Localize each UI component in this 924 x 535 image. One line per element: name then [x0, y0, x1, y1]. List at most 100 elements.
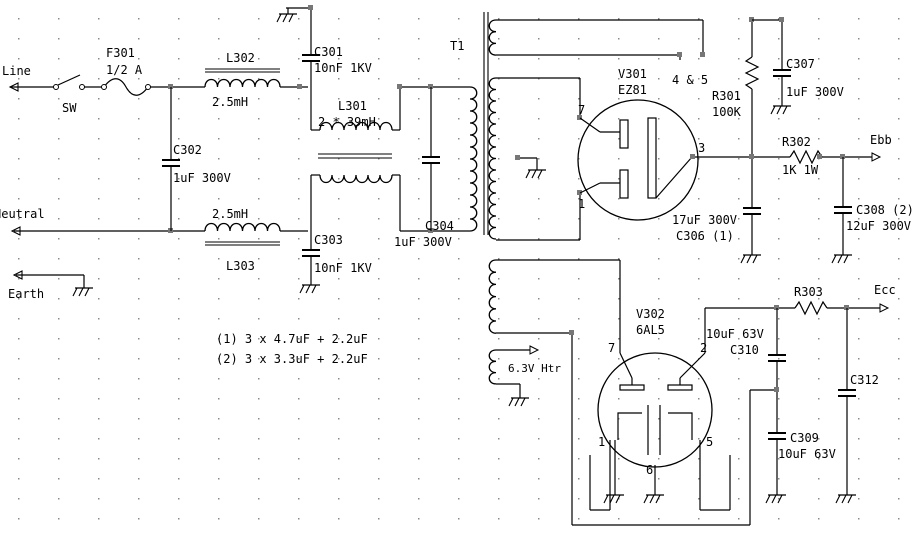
- grid-dot: [618, 18, 620, 20]
- grid-dot: [658, 238, 660, 240]
- label-c307-value: 1uF 300V: [786, 85, 844, 99]
- grid-dot: [578, 78, 580, 80]
- tube-v302: [589, 300, 890, 511]
- pin-v302-2: 2: [700, 341, 707, 355]
- grid-dot: [258, 118, 260, 120]
- grid-dot: [458, 298, 460, 300]
- grid-dot: [818, 118, 820, 120]
- label-r302: R302: [782, 135, 811, 149]
- grid-dot: [338, 458, 340, 460]
- grid-dot: [778, 378, 780, 380]
- label-c308: C308 (2): [856, 203, 914, 217]
- label-pins-4-5: 4 & 5: [672, 73, 708, 87]
- grid-dot: [498, 458, 500, 460]
- pin-v302-7: 7: [608, 341, 615, 355]
- grid-dot: [218, 478, 220, 480]
- grid-dot: [618, 118, 620, 120]
- grid-dot: [658, 58, 660, 60]
- label-l303: L303: [226, 259, 255, 273]
- grid-dot: [378, 18, 380, 20]
- label-neutral: Neutral: [0, 207, 45, 221]
- grid-dot: [858, 18, 860, 20]
- grid-dot: [178, 198, 180, 200]
- grid-dot: [58, 438, 60, 440]
- grid-dot: [538, 378, 540, 380]
- grid-dot: [98, 78, 100, 80]
- grid-dot: [858, 258, 860, 260]
- grid-dot: [778, 238, 780, 240]
- grid-dot: [898, 398, 900, 400]
- grid-dot: [778, 18, 780, 20]
- grid-dot: [498, 398, 500, 400]
- grid-dot: [338, 238, 340, 240]
- y-capacitors: [276, 5, 321, 294]
- grid-dot: [578, 218, 580, 220]
- grid-dot: [818, 258, 820, 260]
- grid-dot: [178, 378, 180, 380]
- grid-dot: [858, 458, 860, 460]
- grid-dot: [738, 458, 740, 460]
- grid-dot: [818, 318, 820, 320]
- grid-dot: [258, 378, 260, 380]
- grid-dot: [498, 438, 500, 440]
- grid-dot: [458, 318, 460, 320]
- grid-dot: [178, 158, 180, 160]
- grid-dot: [378, 58, 380, 60]
- grid-dot: [458, 458, 460, 460]
- grid-dot: [58, 78, 60, 80]
- grid-dot: [738, 478, 740, 480]
- grid-dot: [898, 18, 900, 20]
- grid-dot: [458, 378, 460, 380]
- label-c303: C303: [314, 233, 343, 247]
- grid-dot: [538, 278, 540, 280]
- grid-dot: [618, 178, 620, 180]
- label-c309: C309: [790, 431, 819, 445]
- grid-dot: [738, 318, 740, 320]
- grid-dot: [98, 338, 100, 340]
- grid-dot: [338, 338, 340, 340]
- grid-dot: [298, 378, 300, 380]
- grid-dot: [418, 278, 420, 280]
- grid-dot: [458, 278, 460, 280]
- grid-dot: [498, 138, 500, 140]
- grid-dot: [898, 198, 900, 200]
- grid-dot: [698, 458, 700, 460]
- grid-dot: [58, 498, 60, 500]
- grid-dot: [618, 198, 620, 200]
- grid-dot: [298, 118, 300, 120]
- grid-dot: [898, 358, 900, 360]
- pin-v302-5: 5: [706, 435, 713, 449]
- grid-dot: [818, 58, 820, 60]
- grid-dot: [138, 338, 140, 340]
- grid-dot: [458, 58, 460, 60]
- grid-dot: [218, 158, 220, 160]
- grid-dot: [738, 358, 740, 360]
- grid-dot: [98, 118, 100, 120]
- grid-dot: [58, 118, 60, 120]
- grid-dot: [58, 378, 60, 380]
- grid-dot: [578, 358, 580, 360]
- grid-dot: [18, 278, 20, 280]
- grid-dot: [538, 178, 540, 180]
- grid-dot: [418, 518, 420, 520]
- label-v301: V301: [618, 67, 647, 81]
- grid-dot: [418, 478, 420, 480]
- grid-dot: [338, 78, 340, 80]
- grid-dot: [498, 18, 500, 20]
- grid-dot: [538, 298, 540, 300]
- grid-dot: [98, 498, 100, 500]
- grid-dot: [858, 98, 860, 100]
- grid-dot: [338, 98, 340, 100]
- grid-dot: [698, 178, 700, 180]
- label-c309-value: 10uF 63V: [778, 447, 836, 461]
- grid-dot: [698, 98, 700, 100]
- grid-dot: [18, 418, 20, 420]
- grid-dot: [778, 518, 780, 520]
- grid-dot: [218, 438, 220, 440]
- grid-dot: [658, 498, 660, 500]
- grid-dot: [98, 418, 100, 420]
- grid-dot: [898, 518, 900, 520]
- grid-dot: [898, 418, 900, 420]
- grid-dot: [18, 438, 20, 440]
- grid-dot: [618, 298, 620, 300]
